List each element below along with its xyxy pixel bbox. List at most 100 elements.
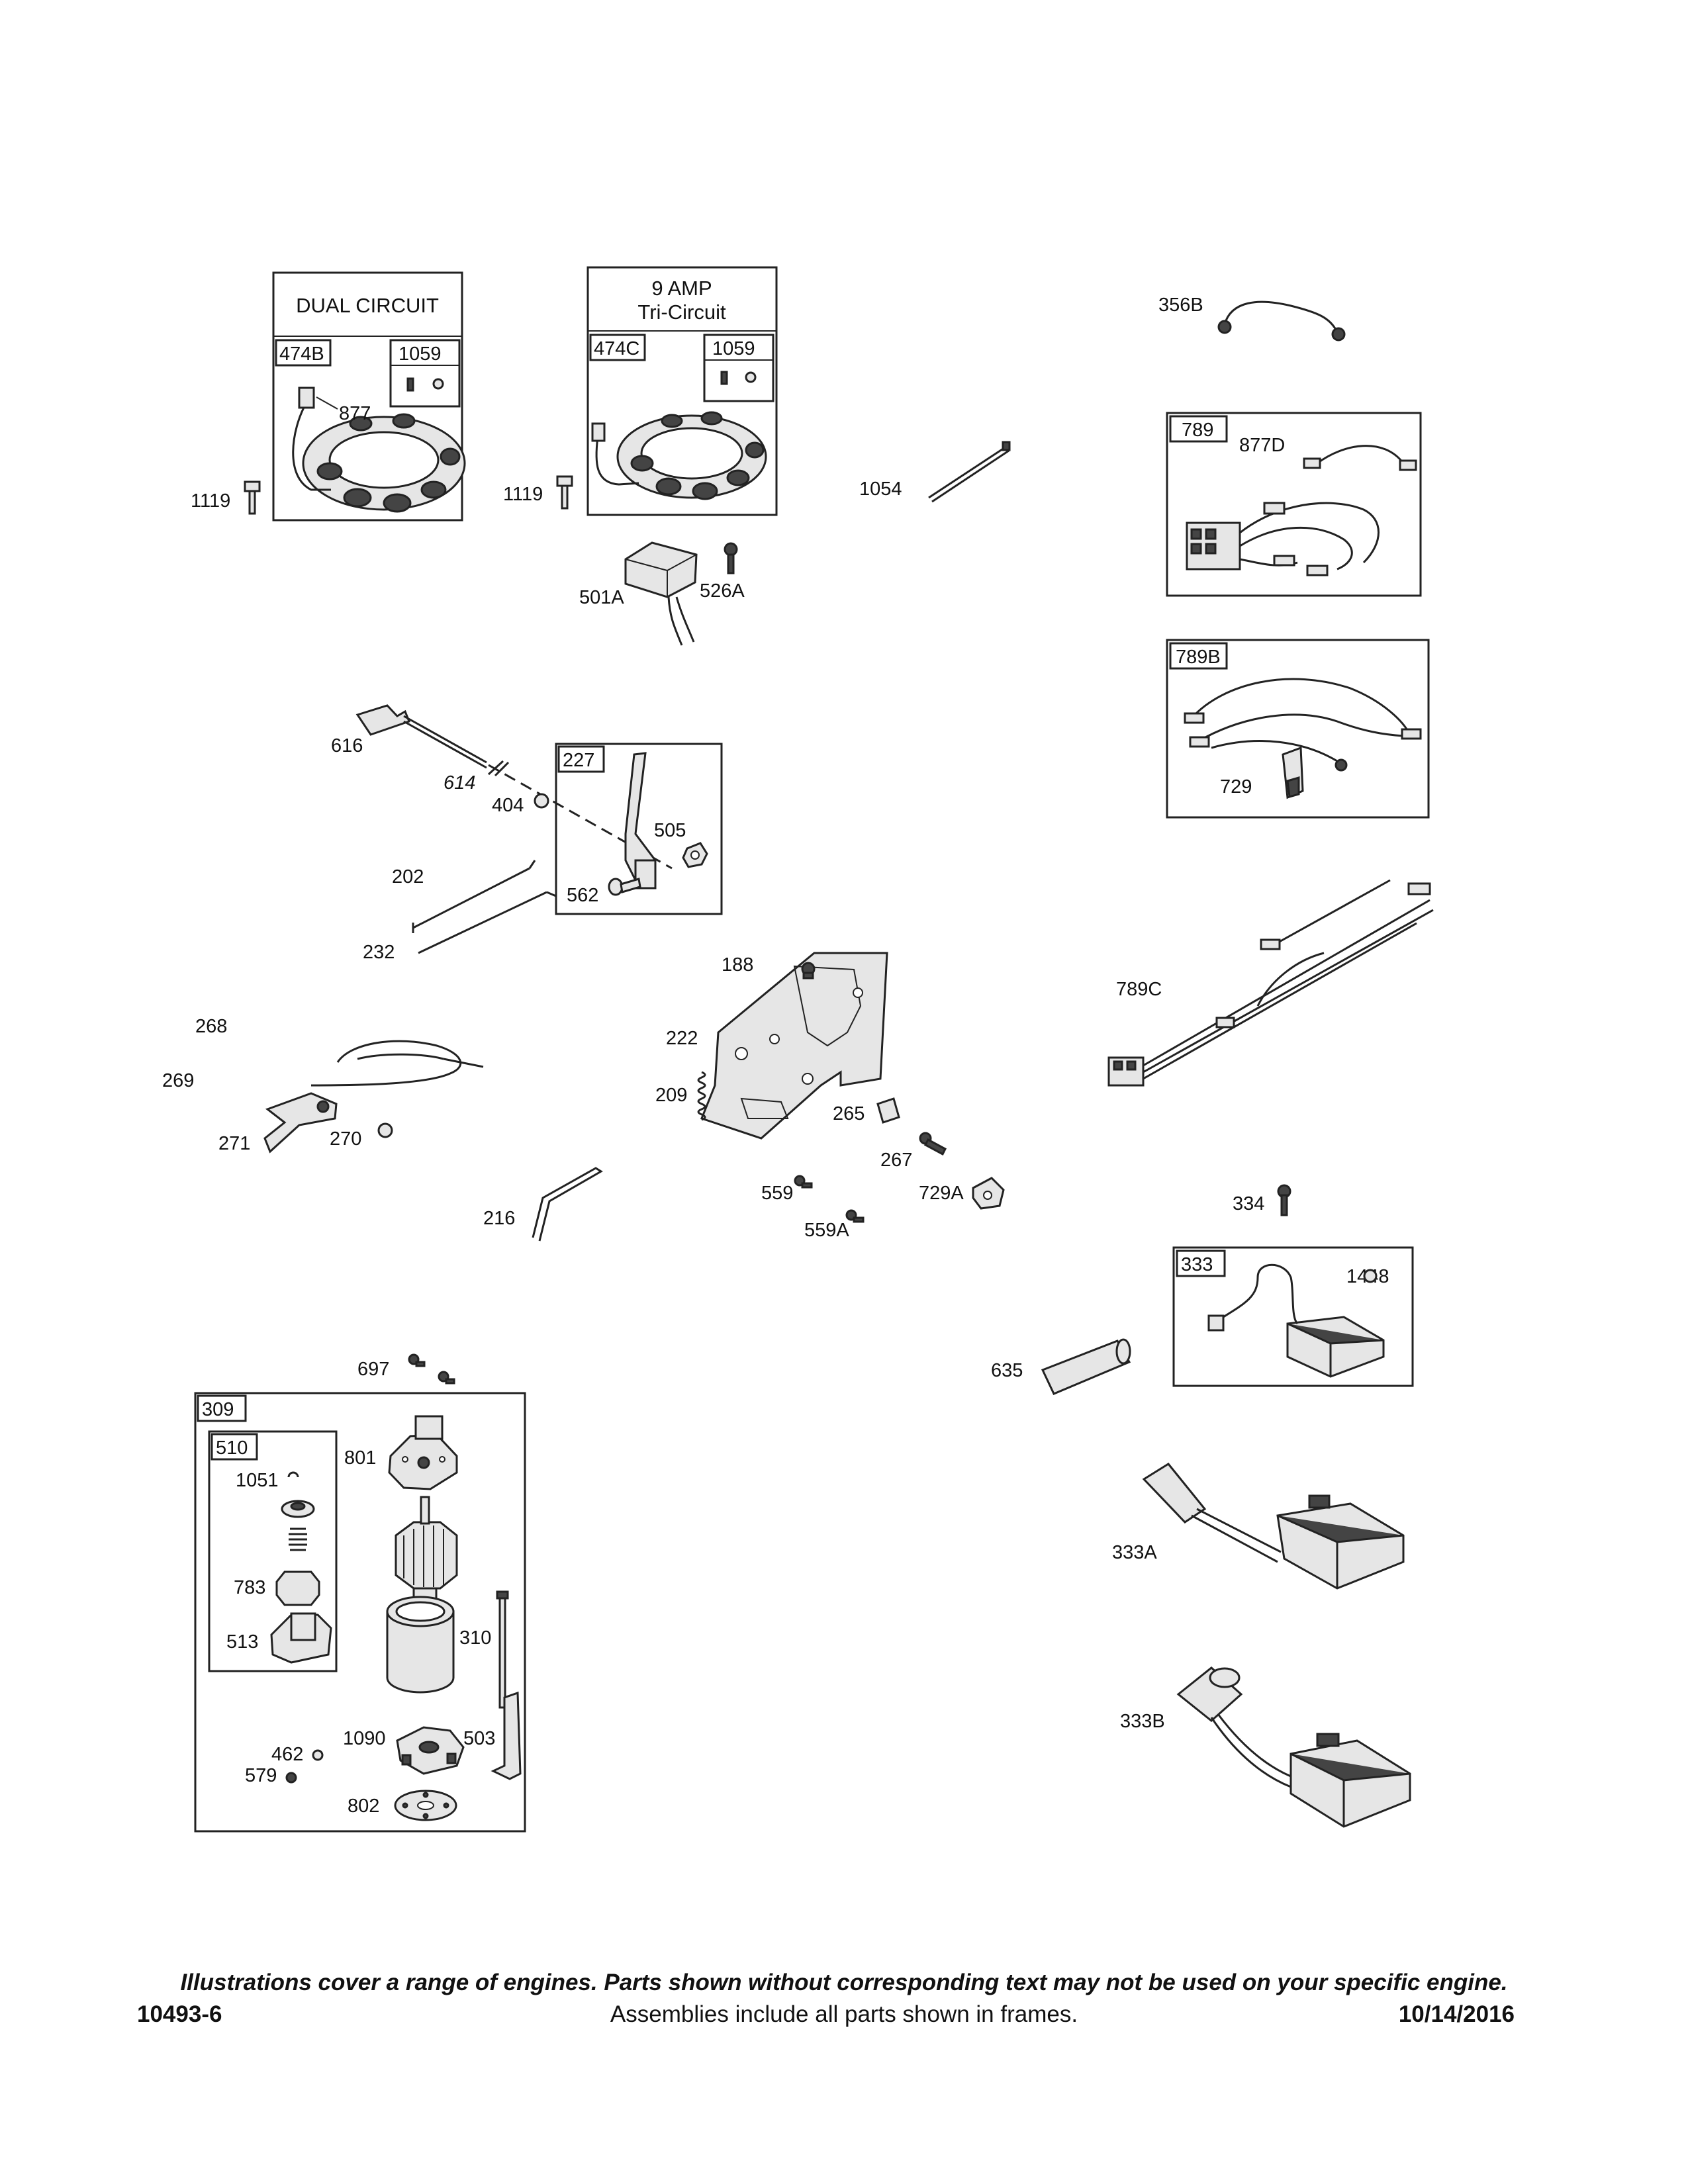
label-474B: 474B [279,343,324,365]
label-616: 616 [331,735,363,756]
label-333B: 333B [1120,1711,1165,1732]
label-1119-b: 1119 [503,484,543,505]
frame-starter-motor-309: 309 510 1051 783 513 801 310 503 1090 [194,1392,526,1833]
label-333A: 333A [1112,1542,1157,1563]
governor-link-202: 202 [392,860,536,933]
pin-614: 614 [444,760,510,794]
label-267: 267 [880,1150,912,1171]
nut-270: 270 [330,1122,393,1150]
screw-559A: 559A [804,1209,865,1241]
label-513: 513 [226,1631,258,1653]
label-334: 334 [1233,1193,1264,1214]
governor-lever-616: 616 [331,704,487,769]
spark-plug-boot-635: 635 [991,1338,1131,1395]
clip-265: 265 [833,1097,900,1124]
frame-harness-789B: 789B 729 [1166,639,1430,819]
bolt-1119-b: 1119 [503,475,573,510]
label-802: 802 [348,1796,379,1817]
frame-ignition-armature-333: 333 1448 [1172,1246,1414,1387]
label-1059-a: 1059 [399,343,442,365]
ignition-armature-333B: 333B [1120,1666,1411,1828]
label-503: 503 [463,1728,495,1749]
label-222: 222 [666,1028,698,1049]
label-202: 202 [392,866,424,887]
cable-tie-1054: 1054 [859,441,1011,503]
screw-559: 559 [761,1175,813,1204]
label-526A: 526A [700,580,745,602]
footer-assemblies-note: Assemblies include all parts shown in fr… [610,2001,1078,2027]
frame-harness-789: 789 877D [1166,412,1422,597]
label-216: 216 [483,1208,515,1229]
label-268: 268 [195,1016,227,1037]
screws-697: 697 [357,1353,455,1385]
footer-disclaimer: Illustrations cover a range of engines. … [180,1970,1508,1995]
label-877: 877 [339,403,371,424]
label-474C: 474C [594,338,639,359]
bolt-1119-a: 1119 [191,480,261,515]
frame-9amp-tri-circuit: 9 AMP Tri-Circuit 474C 1059 [586,266,778,516]
label-232: 232 [363,942,395,963]
washer-404: 404 [492,793,549,816]
amp-title-line-2: Tri-Circuit [637,300,726,324]
label-271: 271 [218,1133,250,1154]
label-729A: 729A [919,1183,964,1204]
label-270: 270 [330,1128,361,1150]
link-216: 216 [483,1167,603,1242]
ground-wire-356B: 356B [1158,295,1346,341]
throttle-cable-268: 268 269 [162,1016,484,1091]
label-562: 562 [567,885,598,906]
frame-lever-227: 227 505 562 [555,743,723,915]
label-635: 635 [991,1360,1023,1381]
label-209: 209 [655,1085,687,1106]
footer-document-id: 10493-6 [137,2001,222,2027]
label-789C: 789C [1116,979,1162,1000]
label-310: 310 [459,1627,491,1649]
label-269: 269 [162,1070,194,1091]
wiring-harness-789C: 789C [1107,879,1434,1087]
bracket-729A: 729A [919,1177,1005,1210]
label-789B: 789B [1176,647,1221,668]
label-614: 614 [444,772,475,794]
ignition-armature-333A: 333A [1112,1463,1405,1590]
frame-dual-circuit: DUAL CIRCUIT 474B 1059 877 [272,271,466,522]
label-309: 309 [202,1399,234,1420]
label-505: 505 [654,820,686,841]
label-877D: 877D [1239,435,1285,456]
control-bracket-222: 222 [666,952,888,1140]
regulator-501A: 501A [579,541,698,646]
label-559A: 559A [804,1220,849,1241]
label-265: 265 [833,1103,865,1124]
label-783: 783 [234,1577,265,1598]
footer-date: 10/14/2016 [1398,2001,1515,2027]
screw-526A: 526A [700,542,745,602]
dual-circuit-title: DUAL CIRCUIT [296,294,439,317]
label-356B: 356B [1158,295,1203,316]
screw-267: 267 [880,1132,947,1171]
label-501A: 501A [579,587,624,608]
control-bracket-271: 271 [218,1092,338,1154]
label-227: 227 [563,750,594,771]
label-789: 789 [1182,420,1213,441]
label-404: 404 [492,795,524,816]
label-1119-a: 1119 [191,490,230,512]
label-801: 801 [344,1447,376,1469]
label-559: 559 [761,1183,793,1204]
amp-title-line-1: 9 AMP [651,277,712,300]
label-697: 697 [357,1359,389,1380]
screw-334: 334 [1233,1184,1291,1216]
label-510: 510 [216,1437,248,1459]
label-1090: 1090 [343,1728,386,1749]
label-333: 333 [1181,1254,1213,1275]
label-729: 729 [1220,776,1252,797]
label-1059-b: 1059 [712,338,755,359]
label-188: 188 [722,954,753,976]
spring-209: 209 [655,1071,706,1121]
label-1054: 1054 [859,478,902,500]
label-579: 579 [245,1765,277,1786]
screw-188: 188 [722,954,816,979]
choke-link-232: 232 [363,891,557,963]
label-1051: 1051 [236,1470,279,1491]
label-462: 462 [271,1744,303,1765]
